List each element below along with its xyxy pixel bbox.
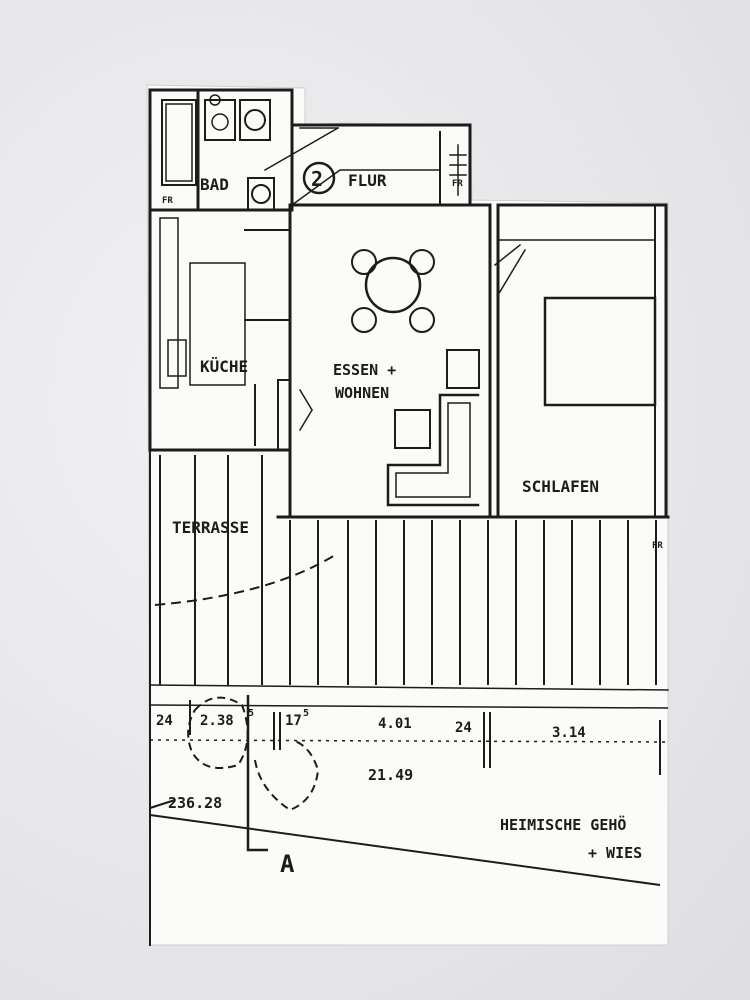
dimension-238: 2.38 xyxy=(200,713,234,729)
dimension-17-superscript: 5 xyxy=(303,708,309,719)
room-label-flur: FLUR xyxy=(348,171,387,190)
note-line-1: HEIMISCHE GEHÖ xyxy=(500,815,626,834)
dimension-24-left: 24 xyxy=(156,713,173,729)
room-label-schlafen: SCHLAFEN xyxy=(522,477,599,496)
room-label-bad: BAD xyxy=(200,175,229,194)
note-line-2: + WIES xyxy=(588,844,642,862)
dimension-17: 17 xyxy=(285,713,302,729)
flur-room-number: 2 xyxy=(311,167,323,191)
fr-marker-terrace: FR xyxy=(652,541,663,551)
room-label-wohnen: WOHNEN xyxy=(335,384,389,402)
room-label-essen: ESSEN + xyxy=(333,361,396,379)
fr-marker-flur: FR xyxy=(452,179,463,189)
dimension-314: 3.14 xyxy=(552,725,586,741)
dimension-lines xyxy=(149,695,669,886)
dimension-total: 21.49 xyxy=(368,766,413,784)
room-label-kueche: KÜCHE xyxy=(200,357,248,376)
dimension-238-superscript: 5 xyxy=(248,708,254,719)
room-label-terrasse: TERRASSE xyxy=(172,518,249,537)
elevation-value: 236.28 xyxy=(168,794,222,812)
plan-walls xyxy=(148,88,670,946)
dimension-401: 4.01 xyxy=(378,716,412,732)
terrace-decking xyxy=(154,455,657,685)
section-marker-a: A xyxy=(280,850,295,878)
fr-marker-bath: FR xyxy=(162,196,173,206)
dimension-24-mid: 24 xyxy=(455,720,472,736)
